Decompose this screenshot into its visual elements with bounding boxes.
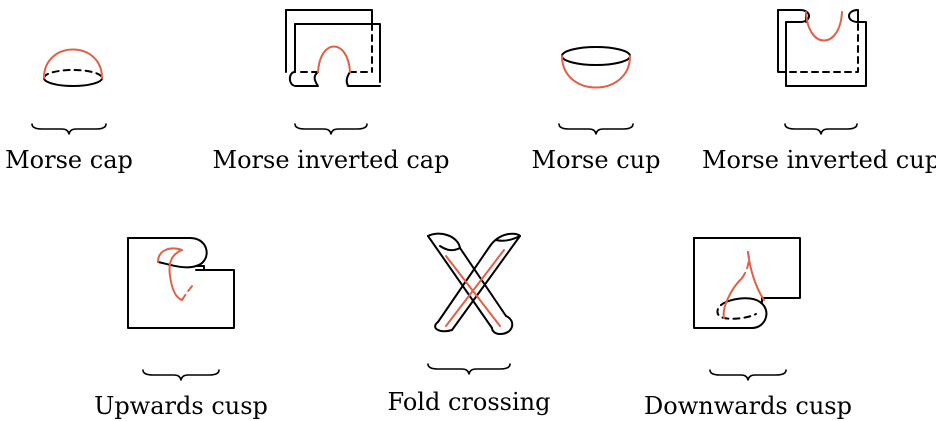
morse-inverted-cap-brace [294, 123, 368, 135]
downwards-cusp-brace [709, 369, 787, 381]
morse-cap-brace [31, 123, 107, 135]
morse-inverted-cap-label: Morse inverted cap [213, 146, 450, 174]
downwards-cusp-surface [693, 237, 801, 329]
fold-crossing-surface [427, 232, 521, 335]
morse-inverted-cup-brace [784, 123, 858, 135]
upwards-cusp-surface [127, 237, 235, 329]
morse-inverted-cup-label: Morse inverted cup [702, 146, 936, 174]
upwards-cusp-brace [142, 369, 220, 381]
downwards-cusp-panel: Downwards cusp [644, 237, 852, 420]
morse-cup-panel: Morse cup [532, 46, 661, 174]
morse-cap-panel: Morse cap [5, 48, 133, 174]
morse-cup-brace [558, 123, 634, 135]
fold-crossing-brace [427, 363, 511, 375]
fold-crossing-panel: Fold crossing [388, 232, 551, 416]
morse-cap-label: Morse cap [5, 146, 133, 174]
morse-inverted-cup-surface [777, 9, 867, 87]
morse-cup-surface [561, 46, 631, 89]
morse-cap-surface [43, 48, 103, 87]
downwards-cusp-label: Downwards cusp [644, 392, 852, 420]
upwards-cusp-label: Upwards cusp [94, 392, 268, 420]
morse-inverted-cap-panel: Morse inverted cap [213, 9, 450, 174]
morse-inverted-cap-surface [285, 9, 381, 87]
fold-crossing-label: Fold crossing [388, 388, 551, 416]
morse-cup-label: Morse cup [532, 146, 661, 174]
morse-inverted-cup-panel: Morse inverted cup [702, 9, 936, 174]
upwards-cusp-panel: Upwards cusp [94, 237, 268, 420]
